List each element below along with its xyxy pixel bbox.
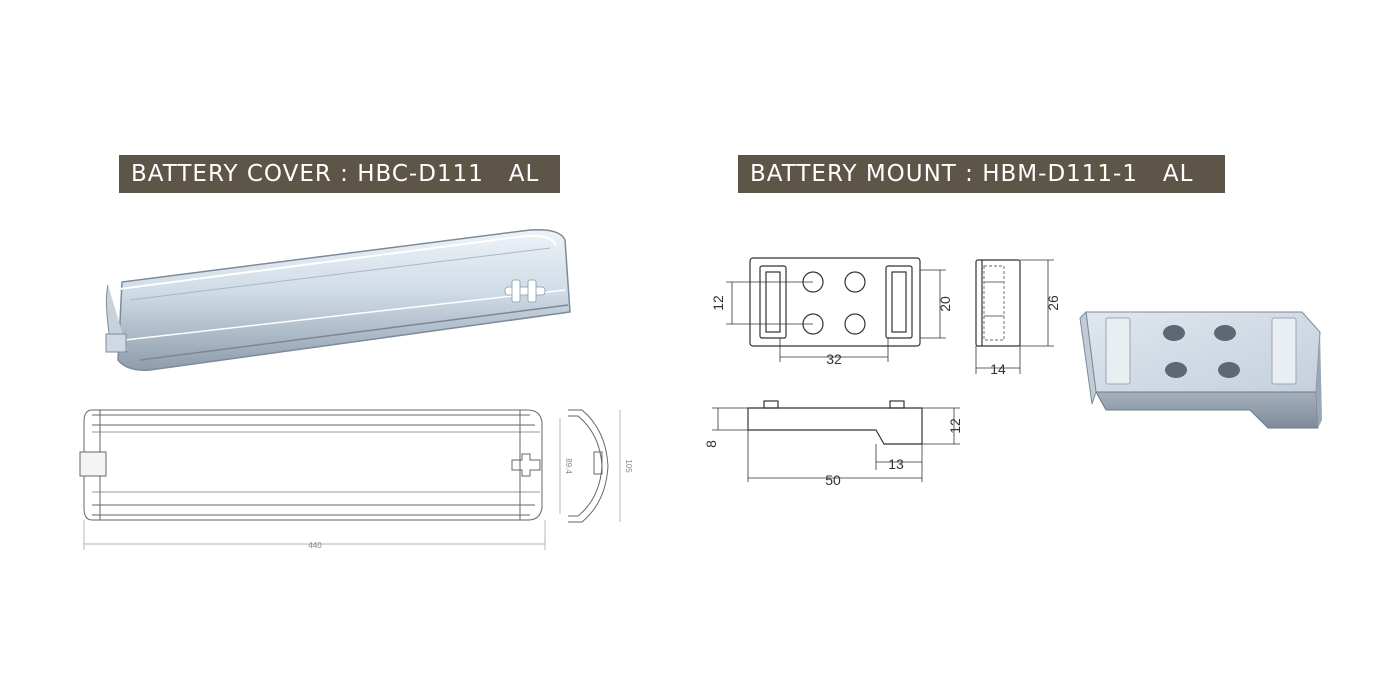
mount-profile-dimensions bbox=[712, 407, 960, 482]
mount-side-height-label: 26 bbox=[1045, 295, 1061, 311]
battery-mount-render bbox=[1079, 310, 1322, 429]
mount-top-view bbox=[749, 257, 921, 347]
mount-slot-height-label: 20 bbox=[937, 296, 953, 312]
mount-top-dimensions bbox=[726, 269, 946, 362]
mount-side-view bbox=[975, 259, 1021, 347]
mount-profile-view bbox=[747, 400, 923, 445]
cover-height-dimensions: 89.4 105 bbox=[559, 410, 633, 522]
mount-hole-icon bbox=[1165, 362, 1187, 378]
cover-length-label: 440 bbox=[308, 541, 322, 550]
mount-side-depth-label: 14 bbox=[990, 361, 1006, 377]
mount-hole-icon bbox=[1214, 325, 1236, 341]
mount-hole-icon bbox=[1163, 325, 1185, 341]
mount-slot-spacing-label: 32 bbox=[826, 351, 842, 367]
battery-cover-title: BATTERY COVER : HBC-D111 AL bbox=[119, 155, 560, 193]
battery-cover-render bbox=[105, 228, 571, 372]
mount-front-step-label: 13 bbox=[888, 456, 904, 472]
cover-inner-height-label: 89.4 bbox=[564, 458, 573, 474]
mount-hole-icon bbox=[844, 271, 866, 293]
battery-cover-top-view bbox=[79, 409, 543, 521]
mount-hole-spacing-label: 12 bbox=[710, 295, 726, 311]
mount-front-length-label: 50 bbox=[825, 472, 841, 488]
mount-front-height-right-label: 12 bbox=[947, 418, 963, 434]
battery-mount-title: BATTERY MOUNT : HBM-D111-1 AL bbox=[738, 155, 1225, 193]
mount-front-height-left-label: 8 bbox=[703, 440, 719, 448]
cover-outer-height-label: 105 bbox=[624, 459, 633, 473]
cover-vent-icon bbox=[504, 279, 546, 303]
mount-side-dimensions bbox=[975, 259, 1054, 374]
battery-cover-end-view bbox=[568, 409, 609, 523]
cover-length-dimension: 440 bbox=[83, 520, 546, 550]
mount-hole-icon bbox=[1218, 362, 1240, 378]
mount-hole-icon bbox=[844, 313, 866, 335]
